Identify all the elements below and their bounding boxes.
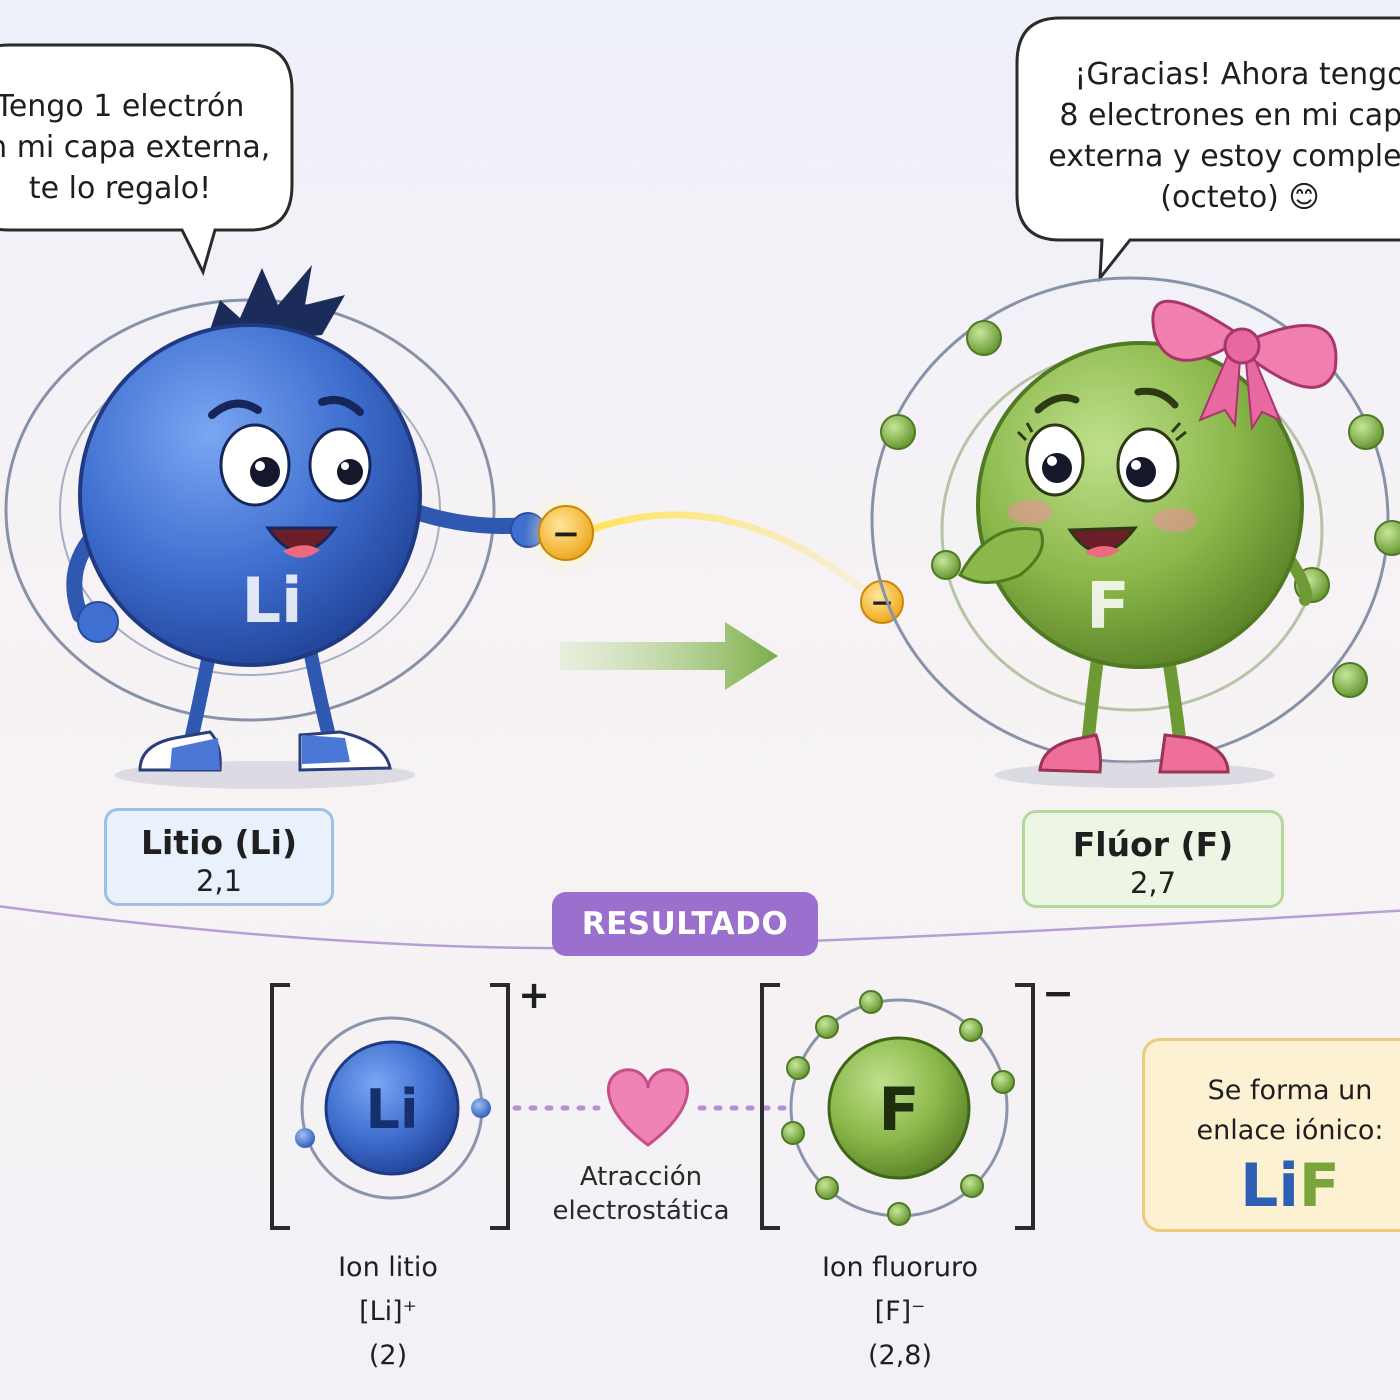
f-ion-electron [887,1202,911,1226]
f-ion-formula: [F]⁻ [874,1296,926,1327]
li-ion-electron [295,1128,315,1148]
fluorine-label-box: Flúor (F) 2,7 [1022,810,1284,908]
f-ion-electron [781,1121,805,1145]
f-ion-config: (2,8) [867,1340,932,1371]
lithium-speech-text: Tengo 1 electrón en mi capa externa, te … [0,89,271,206]
ionic-bond-text: Se forma un enlace iónico: [1196,1075,1384,1146]
li-ion-electron [471,1098,491,1118]
f-ion-electron [991,1070,1015,1094]
valence-electron [931,550,961,580]
transferred-electron-sign: − [552,514,581,554]
f-ion-electron [815,1015,839,1039]
fluorine-speech-bubble [1015,16,1400,283]
compound-formula: LiF [1165,1151,1400,1221]
f-ion-electron [960,1174,984,1198]
transfer-arrow [560,622,778,690]
formula-f: F [1298,1151,1340,1221]
valence-electron [1348,414,1384,450]
lithium-label-box: Litio (Li) 2,1 [104,808,334,906]
li-ion-symbol: Li [366,1078,419,1141]
lithium-face [208,396,372,558]
fluorine-config: 2,7 [1129,866,1177,900]
valence-electron [1332,662,1368,698]
f-ion-electrons [781,990,1015,1226]
f-ion-electron [815,1176,839,1200]
f-ion-electron [859,990,883,1014]
f-ion-charge: − [1042,971,1074,1015]
f-ion-electron [959,1018,983,1042]
f-ion-symbol: F [879,1075,920,1145]
fluorine-shoes [1038,733,1230,774]
valence-electron [1374,520,1400,556]
lithium-symbol: Li [242,564,303,637]
li-ion-charge: + [518,973,550,1017]
ionic-bond-result-box: Se forma un enlace iónico: LiF [1142,1038,1400,1232]
fluorine-face [1008,387,1197,558]
fluorine-symbol: F [1086,570,1130,644]
li-ion-core [324,1040,460,1176]
fluorine-left-hand [957,527,1044,584]
lithium-config: 2,1 [195,864,243,898]
attraction-label: Atracción electrostática [552,1162,730,1226]
fluorine-speech-text: ¡Gracias! Ahora tengo 8 electrones en mi… [1048,57,1400,215]
electron-trail [586,511,874,599]
fluorine-shadow [995,762,1275,788]
fluorine-right-arm [1284,554,1312,606]
lithium-right-arm [402,502,533,534]
valence-electron [880,414,916,450]
lithium-left-hand [77,601,119,643]
transferred-electron [538,505,594,561]
heart-icon [607,1068,689,1147]
li-ion-caption: Ion litio [Li]⁺ (2) [288,1246,488,1378]
li-ion-name: Ion litio [338,1252,438,1283]
lithium-speech-bubble [0,43,294,277]
li-ion-formula: [Li]⁺ [359,1296,417,1327]
f-ion-name: Ion fluoruro [821,1252,979,1283]
arriving-electron-sign: − [870,586,893,619]
f-ion-brackets [760,983,1035,1230]
lithium-shoes [138,730,392,772]
formula-li: Li [1240,1151,1299,1221]
valence-electron [966,320,1002,356]
fluorine-name: Flúor (F) [1072,825,1234,864]
f-ion-electron [786,1056,810,1080]
fluorine-valence-electrons [880,320,1400,698]
fluorine-outer-orbit [870,276,1390,764]
fluorine-bow [1151,299,1338,432]
f-ion-caption: Ion fluoruro [F]⁻ (2,8) [790,1246,1010,1378]
lithium-name: Litio (Li) [140,823,298,862]
li-ion-brackets [270,983,510,1230]
f-ion-core [827,1036,971,1180]
li-ion-config: (2) [368,1340,408,1371]
result-badge: RESULTADO [552,892,818,956]
